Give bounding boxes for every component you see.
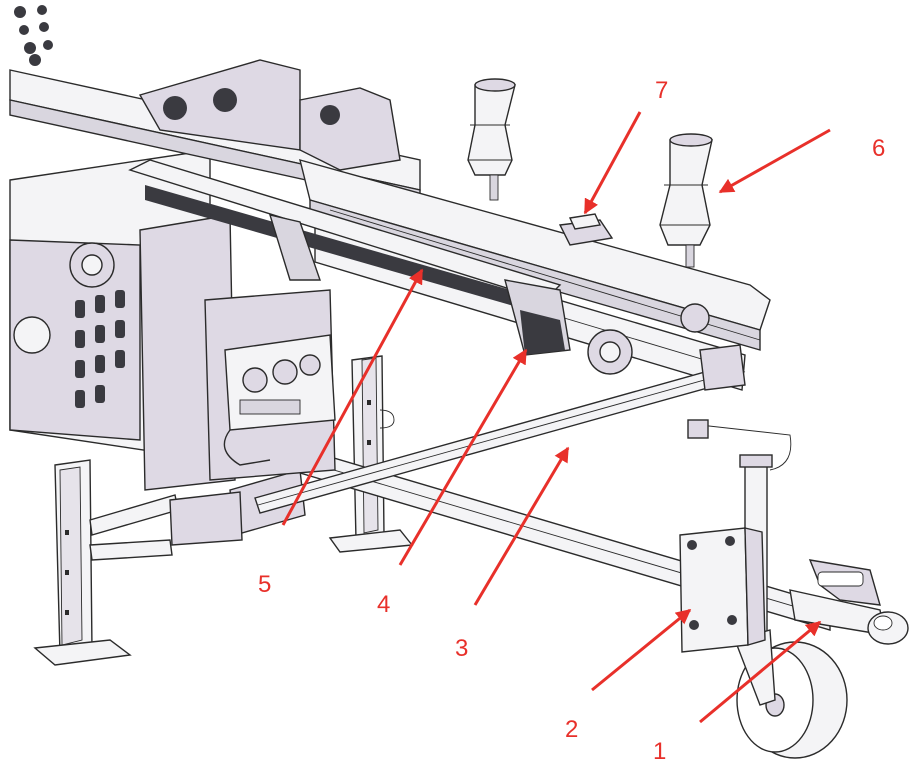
leader-arrow-4 — [398, 348, 528, 566]
callout-label-1: 1 — [653, 738, 666, 765]
diagonal-strut — [254, 344, 746, 514]
tow-hitch — [789, 559, 909, 645]
middle-support-leg — [328, 355, 414, 553]
callout-label-2: 2 — [565, 716, 578, 743]
leader-arrow-6 — [718, 128, 831, 194]
leader-arrow-2 — [591, 608, 692, 692]
bolt-cluster — [14, 5, 53, 66]
rear-support-leg — [33, 459, 179, 666]
jockey-wheel — [734, 629, 848, 759]
idler-roller-right — [659, 133, 713, 268]
leader-arrow-5 — [281, 268, 424, 526]
mounting-plate — [679, 527, 766, 653]
callout-label-4: 4 — [377, 591, 390, 618]
hydraulic-valve-block — [223, 334, 336, 466]
callout-label-3: 3 — [455, 635, 468, 662]
leader-arrow-3 — [473, 446, 570, 606]
clamp-bracket — [558, 213, 614, 246]
callout-label-7: 7 — [655, 77, 668, 104]
callout-labels: 1 2 3 4 5 6 7 — [258, 77, 885, 765]
leader-arrow-1 — [699, 620, 822, 724]
callout-label-5: 5 — [258, 571, 271, 598]
callout-label-6: 6 — [872, 135, 885, 162]
leader-arrow-7 — [583, 111, 642, 215]
idler-roller-left — [467, 78, 516, 201]
vent-slots — [75, 290, 125, 408]
callout-arrows — [281, 111, 831, 724]
cross-beam — [128, 159, 571, 356]
